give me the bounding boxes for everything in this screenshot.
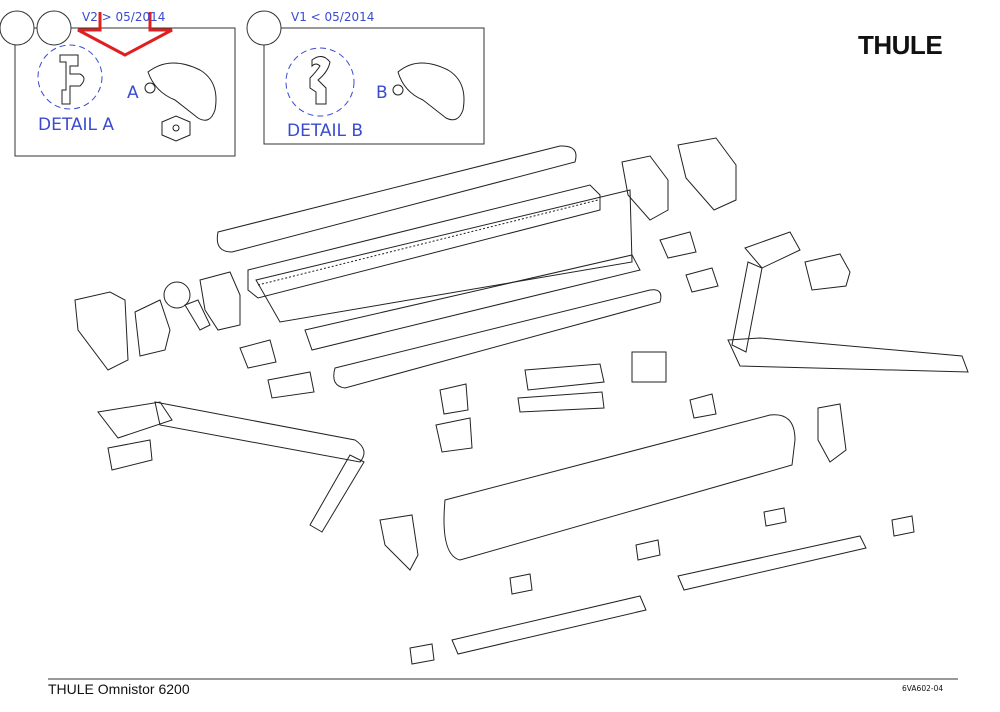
lower-clip-5: [409, 643, 435, 665]
right-arm-upper: [731, 261, 763, 353]
reference-circle-b: [246, 10, 282, 46]
left-arm-upper: [154, 401, 365, 463]
detail-a-magnifier: [37, 44, 103, 110]
left-end-cover: [74, 291, 129, 371]
reference-circle-left: [0, 10, 35, 46]
footer-product-title: THULE Omnistor 6200: [48, 681, 190, 697]
lower-clip-1: [509, 573, 533, 595]
left-arm-lower: [309, 454, 365, 533]
right-arm-lower: [727, 337, 969, 373]
thule-logo: THULE: [858, 30, 943, 61]
detail-b-callout: B: [376, 83, 388, 103]
bracket-strip-lower: [517, 391, 605, 413]
roller-tube: [333, 289, 662, 389]
right-arm-top-joint: [744, 231, 801, 269]
detail-b-version: V1 < 05/2014: [291, 10, 374, 24]
lower-clip-4: [891, 515, 915, 537]
lower-clip-3: [763, 507, 787, 527]
detail-b-target: [392, 84, 404, 96]
front-profile-right-cap: [817, 403, 847, 463]
detail-b-magnifier: [285, 47, 355, 117]
logo-wordmark: THULE: [858, 30, 943, 60]
crank-cap: [163, 281, 191, 309]
lower-rail-left: [451, 595, 647, 655]
lower-rail-right: [677, 535, 867, 591]
front-cover-profile: [255, 189, 633, 323]
detail-a-callout: A: [127, 83, 139, 103]
detail-a-hook-profile: [59, 54, 85, 105]
left-bracket-upper: [239, 339, 277, 369]
left-arm-cap: [107, 439, 153, 471]
detail-a-target: [144, 82, 156, 94]
center-right-clip: [689, 393, 717, 419]
detail-a-version: V2 > 05/2014: [82, 10, 165, 24]
right-end-cover: [677, 137, 737, 211]
lead-rail-profile: [247, 184, 601, 299]
detail-b-panel: [246, 10, 485, 145]
detail-b-label: DETAIL B: [287, 121, 363, 141]
bracket-strip-upper: [524, 363, 605, 391]
detail-a-label: DETAIL A: [38, 115, 114, 135]
box-clip: [631, 351, 667, 383]
support-rail: [304, 254, 641, 351]
left-end-plate: [134, 299, 171, 357]
footer-drawing-code: 6VA602-04: [902, 684, 944, 693]
highlight-arrow: [77, 12, 173, 57]
reference-circle-right: [36, 10, 72, 46]
center-bracket: [435, 417, 473, 453]
right-bracket: [659, 231, 697, 259]
left-arm-joint: [97, 401, 173, 439]
detail-b-hook-profile: [309, 56, 331, 105]
center-clip: [439, 383, 469, 415]
gear-housing: [199, 271, 241, 331]
right-screw-part: [685, 267, 719, 293]
lower-clip-2: [635, 539, 661, 561]
top-cover-profile: [216, 145, 577, 253]
left-bracket-lower: [267, 371, 315, 399]
end-cap-b: [397, 62, 465, 121]
small-block-part: [161, 115, 191, 142]
detail-a-panel: [0, 10, 236, 157]
end-cap-a: [147, 62, 217, 121]
front-profile: [443, 414, 796, 561]
right-gear-housing: [621, 155, 669, 221]
arm-end-cap-right: [804, 253, 851, 291]
front-profile-left-cap: [379, 514, 419, 571]
gear-shaft: [184, 299, 211, 331]
